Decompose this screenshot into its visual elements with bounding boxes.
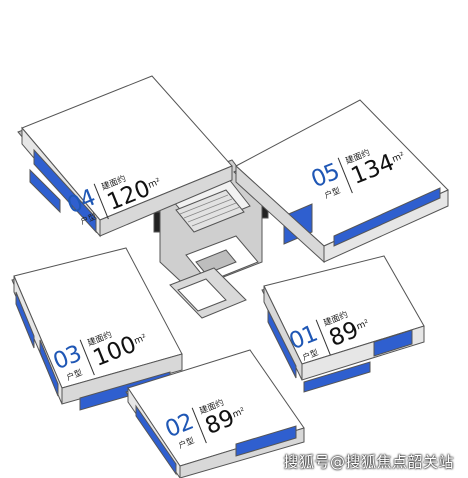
unit-03-unit: m²: [132, 332, 149, 347]
unit-04-unit: m²: [146, 176, 163, 191]
unit-04-block: [17, 75, 233, 238]
unit-05-unit: m²: [390, 150, 407, 165]
watermark: 搜狐号@搜狐焦点韶关站: [283, 453, 454, 471]
unit-02-block: [125, 349, 305, 478]
unit-05-block: [233, 99, 449, 264]
unit-01-block: [261, 255, 425, 393]
unit-03-block: [11, 247, 183, 411]
